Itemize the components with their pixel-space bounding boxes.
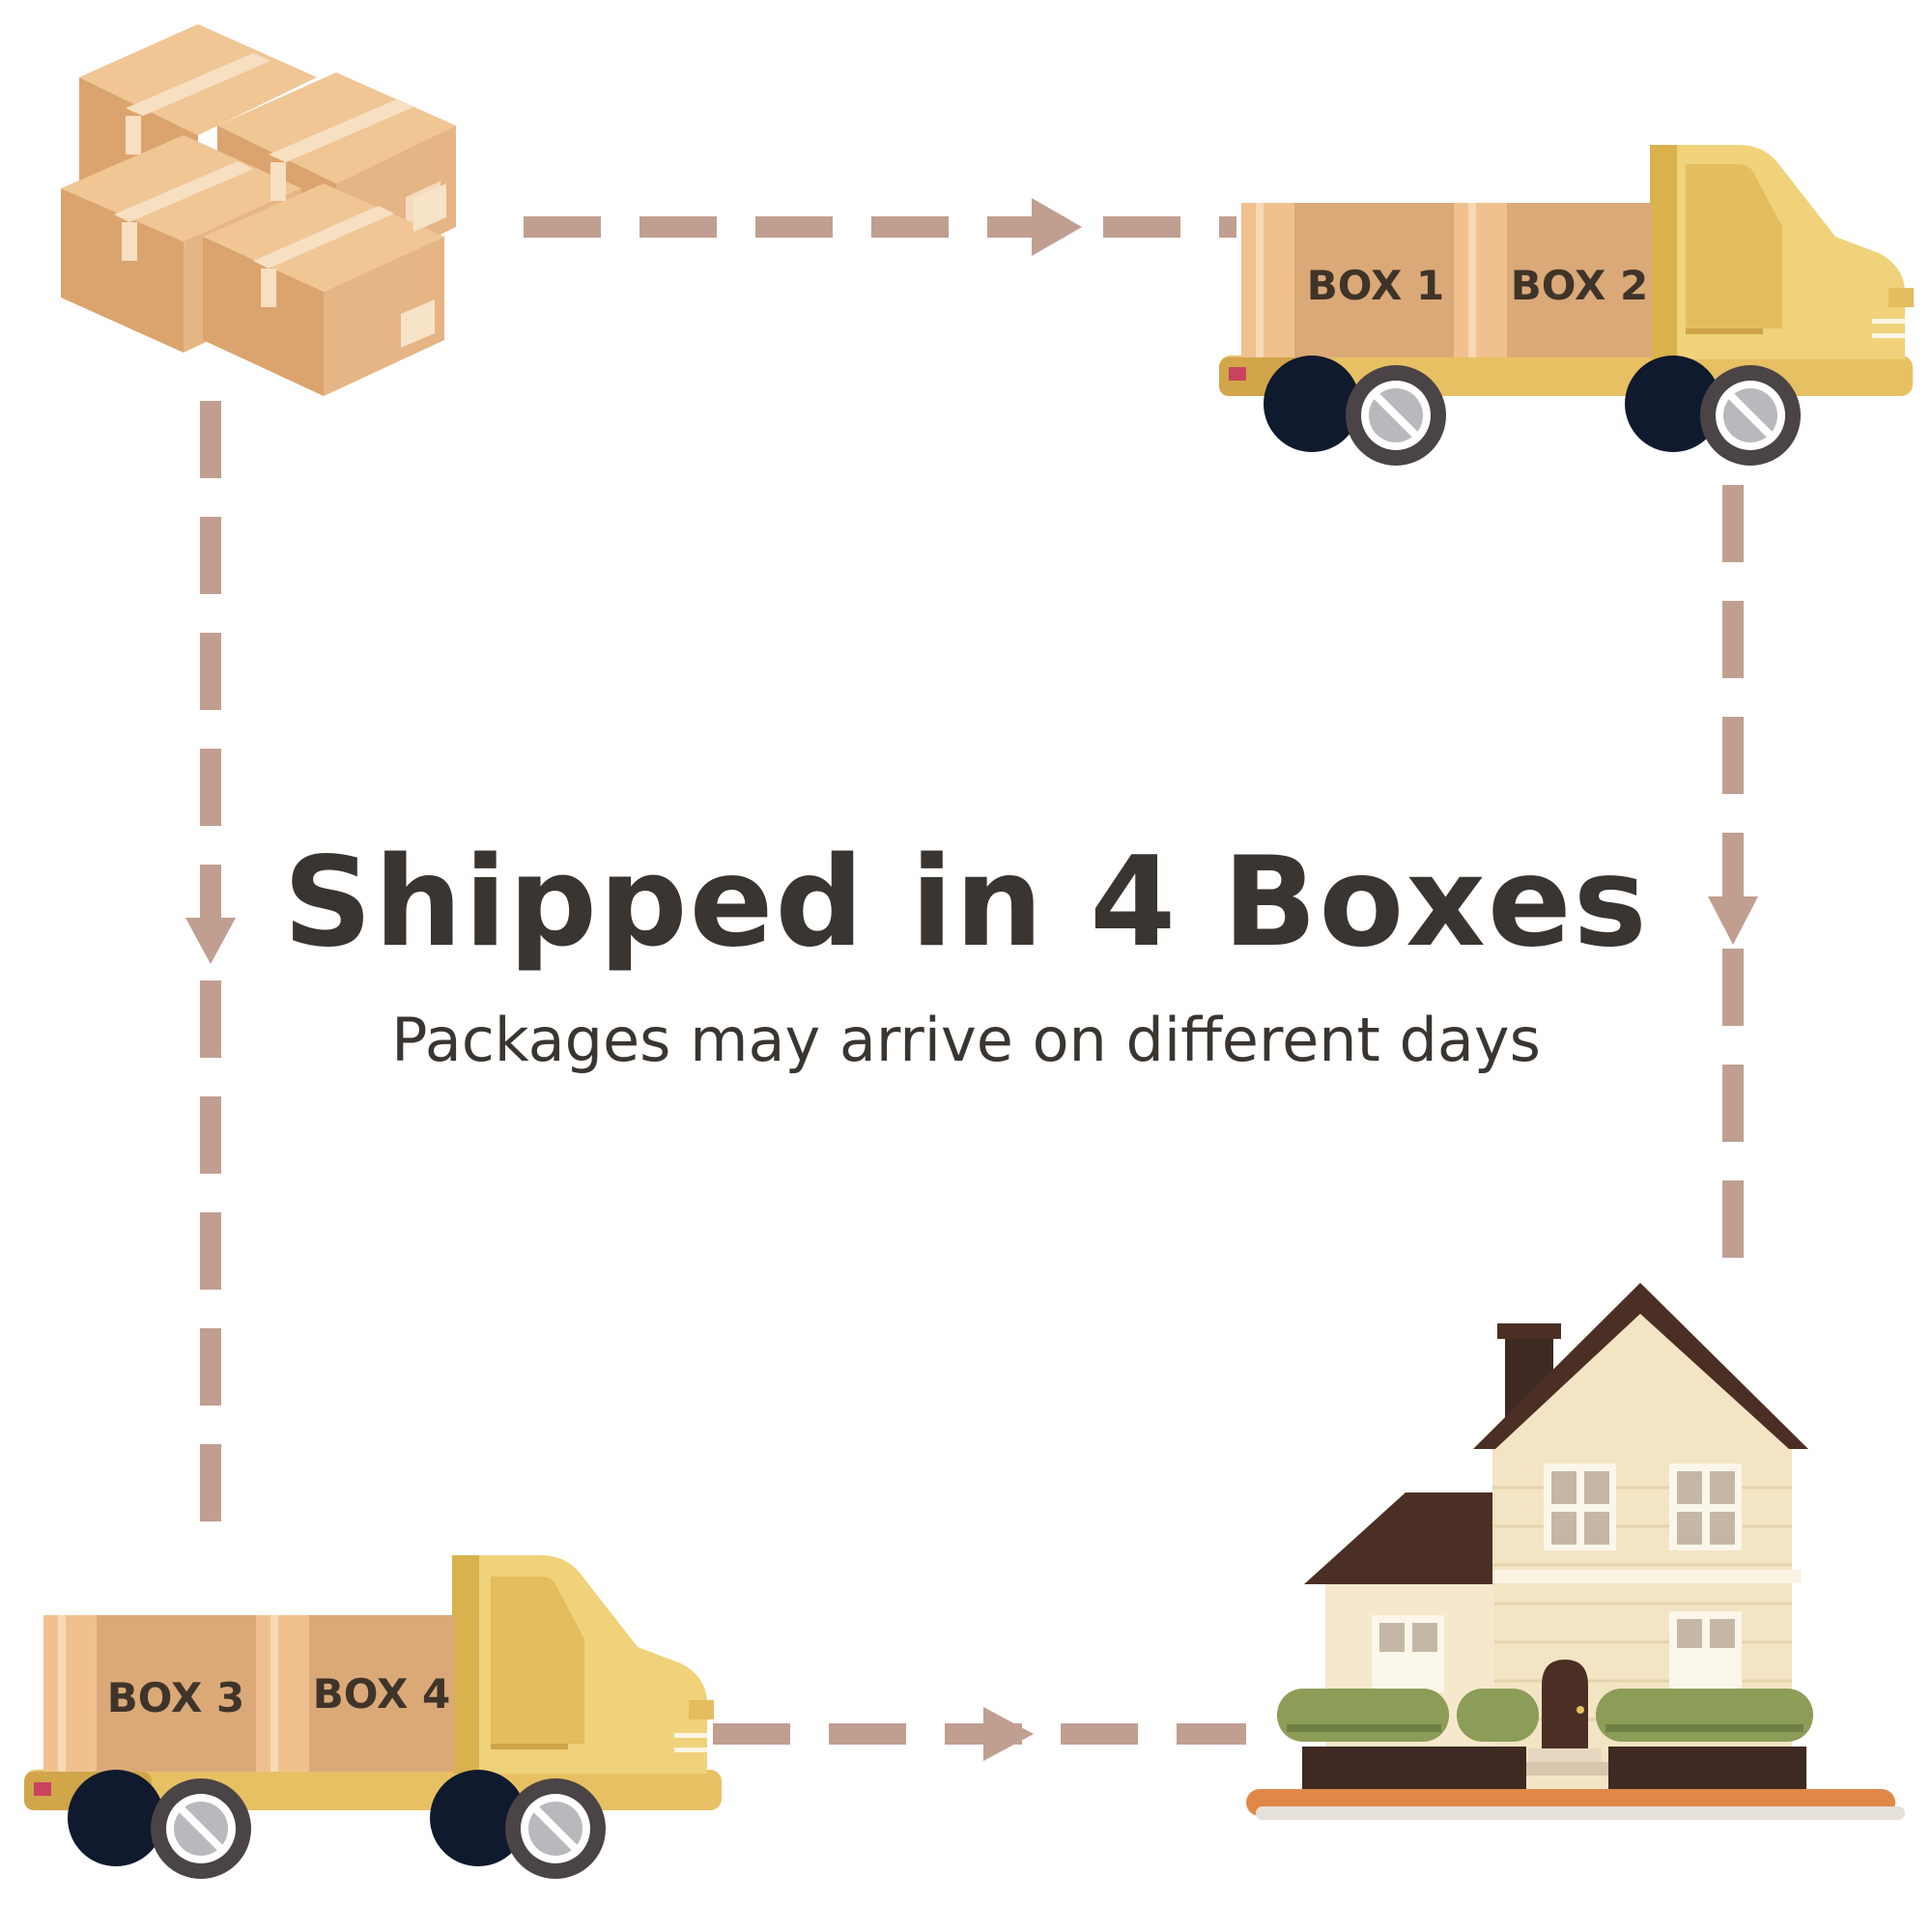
arrow-icon: [1708, 896, 1758, 945]
house-icon: [1246, 1283, 1905, 1820]
arrow-icon: [185, 918, 236, 964]
page-title: Shipped in 4 Boxes: [283, 831, 1649, 975]
arrow-icon: [983, 1707, 1034, 1761]
box-label-4: BOX 4: [313, 1670, 450, 1718]
box-label-1: BOX 1: [1307, 262, 1444, 309]
flow-arrowheads: [185, 198, 1758, 1761]
flow-connectors: [200, 216, 1744, 1745]
delivery-truck-icon: BOX 1 BOX 2: [1219, 145, 1914, 466]
box-label-3: BOX 3: [107, 1674, 244, 1721]
cardboard-boxes-icon: [61, 24, 456, 396]
box-label-2: BOX 2: [1511, 262, 1648, 309]
delivery-truck-icon: BOX 3 BOX 4: [24, 1555, 722, 1879]
page-subtitle: Packages may arrive on different days: [391, 1005, 1541, 1075]
arrow-icon: [1032, 198, 1082, 256]
